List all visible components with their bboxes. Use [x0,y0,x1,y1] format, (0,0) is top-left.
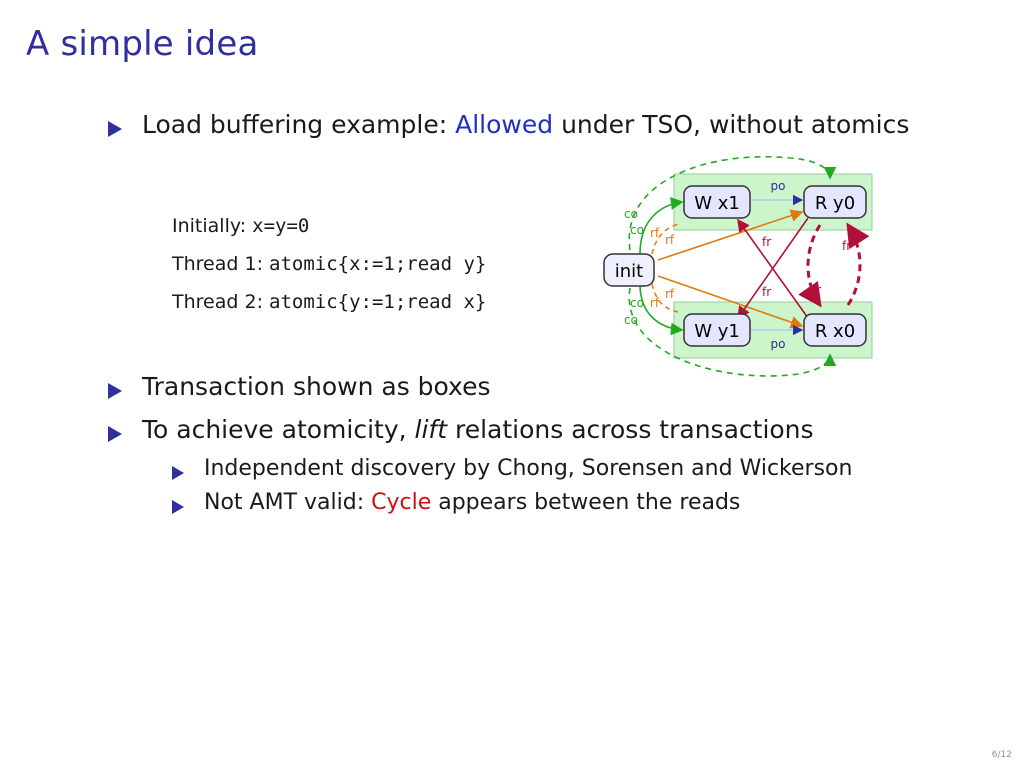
co-label: co [630,296,644,310]
page-number: 6/12 [991,750,1012,760]
po-label-top: po [771,179,786,193]
rf-label: rf [650,226,660,240]
co-arrow-wy1 [639,283,684,336]
node-wy1-label: W y1 [694,321,740,342]
bullet-text: under TSO, without atomics [561,110,910,139]
code-text: x=y=0 [252,215,310,237]
execution-graph-diagram: init W x1 R y0 W y1 R x0 po po co co co … [603,155,873,377]
rf-label: rf [650,296,660,310]
bullet-atomicity: To achieve atomicity, lift relations acr… [142,415,814,444]
code-text: atomic{x:=1;read y} [269,253,487,275]
bullet-arrow-icon [108,383,122,399]
lift-emphasis: lift [414,415,448,444]
fr-arrow-ry0-wy1 [737,217,809,320]
bullet-text: Load buffering example: [142,110,448,139]
rf-dashed-top [651,223,679,255]
sub-bullet-amt: Not AMT valid: Cycle appears between the… [204,490,740,515]
node-ry0 [803,185,867,219]
fr-cycle-right [846,222,870,306]
co-dashed-arc-top [628,155,837,251]
rf-dashed-bottom [651,283,679,313]
bullet-arrow-icon [108,426,122,442]
code-line-initially: Initially: x=y=0 [172,215,309,237]
bullet-arrow-icon [108,121,122,137]
fr-label: fr [812,283,821,297]
fr-label: fr [842,239,851,253]
node-init [603,253,655,287]
rf-label: rf [665,287,675,301]
rf-arrow-rx0 [657,275,804,329]
node-rx0-label: R x0 [815,321,855,342]
co-label: co [624,313,638,327]
bullet-text: appears between the reads [438,490,741,515]
bullet-text: To achieve atomicity, [142,415,407,444]
sub-bullet-discovery: Independent discovery by Chong, Sorensen… [204,456,853,481]
bullet-transactions: Transaction shown as boxes [142,372,491,401]
code-label: Thread 1: [172,253,263,275]
node-wy1 [683,313,751,347]
po-label-bottom: po [771,337,786,351]
fr-cycle-left [798,224,822,308]
co-arrow-wx1 [639,197,684,255]
sub-bullet-arrow-icon [172,500,184,514]
bullet-load-buffering: Load buffering example: Allowed under TS… [142,110,909,139]
bullet-text: relations across transactions [454,415,814,444]
slide-title: A simple idea [26,24,259,64]
rf-arrow-ry0 [657,209,804,261]
code-text: atomic{y:=1;read x} [269,291,487,313]
co-label: co [624,207,638,221]
bullet-text: Not AMT valid: [204,490,365,515]
rf-label: rf [665,233,675,247]
code-line-thread1: Thread 1: atomic{x:=1;read y} [172,253,486,275]
code-label: Thread 2: [172,291,263,313]
cycle-highlight: Cycle [371,490,432,515]
fr-label: fr [762,235,771,249]
node-wx1-label: W x1 [694,193,740,214]
fr-label: fr [762,285,771,299]
code-label: Initially: [172,215,247,237]
node-wx1 [683,185,751,219]
co-label: co [630,223,644,237]
code-line-thread2: Thread 2: atomic{y:=1;read x} [172,291,486,313]
sub-bullet-arrow-icon [172,466,184,480]
node-ry0-label: R y0 [815,193,855,214]
node-init-label: init [615,261,643,282]
allowed-highlight: Allowed [455,110,554,139]
node-rx0 [803,313,867,347]
